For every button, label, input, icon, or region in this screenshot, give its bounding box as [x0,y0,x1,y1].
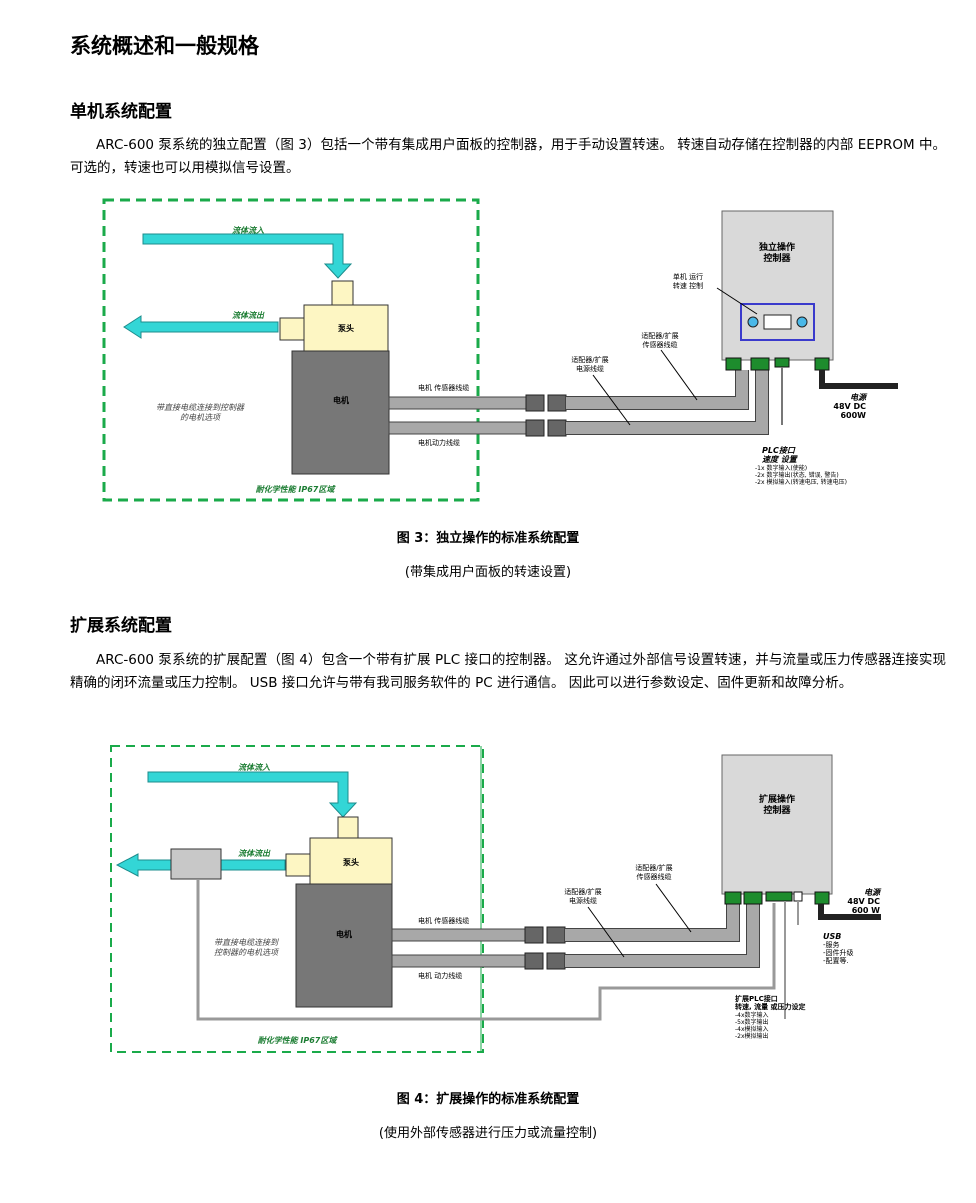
adapter-sensor-label-1: 适配器/扩展 [641,331,678,340]
pump-head [309,837,393,885]
power-cable [818,904,881,920]
plc-label-4: -2x 数字输出(状态, 错误, 警告) [755,471,839,479]
usb-label-1: USB [823,932,841,941]
motor-note-2: 控制器的电机选项 [214,948,280,957]
outlet-arrow [123,315,279,339]
adapter-power-label-1: 适配器/扩展 [571,355,608,364]
motor [295,883,393,1008]
power-label-3: 600W [840,411,866,420]
pump-inlet-port [331,280,354,306]
paragraph-extended-text: ARC-600 泵系统的扩展配置（图 4）包含一个带有扩展 PLC 接口的控制器… [70,652,946,691]
power-label-2: 48V DC [847,897,880,906]
motor-label: 电机 [333,395,349,405]
figure-3-diagram: 流体流入 流体流出 泵头 电机 带直接电缆连接到控制器 的电机选项 耐化学性能 … [102,198,898,502]
power-cable-label: 电机动力线缆 [418,438,460,447]
paragraph-extended: ARC-600 泵系统的扩展配置（图 4）包含一个带有扩展 PLC 接口的控制器… [70,649,946,695]
panel-display [763,314,792,330]
inlet-arrow [147,771,358,818]
sensor-cable-label: 电机 传感器线缆 [418,916,469,925]
flow-sensor [170,848,222,880]
motor-note-1: 带直接电缆连接到 [214,938,279,947]
inlet-arrow [142,233,353,279]
usb-label-4: -配置等. [823,956,849,965]
power-label-2: 48V DC [833,402,866,411]
power-label-1: 电源 [864,888,882,897]
sensor-cable-label: 电机 传感器线缆 [418,383,469,392]
controller-label-1: 扩展操作 [759,793,795,805]
plc-label-2: 速度 设置 [762,455,798,464]
pump-head-label: 泵头 [338,323,354,333]
ip67-zone [110,745,484,1053]
motor-cables [391,903,760,970]
motor-note-1: 带直接电缆连接到控制器 [156,403,245,412]
usb-label-2: -服务 [823,940,840,949]
plc-label-1: 扩展PLC接口 [735,994,778,1003]
panel-knob-left [747,316,759,328]
adapter-sensor-label-1: 适配器/扩展 [635,863,672,872]
adapter-power-label-2: 电源线缆 [576,364,604,373]
paragraph-standalone: ARC-600 泵系统的独立配置（图 3）包括一个带有集成用户面板的控制器，用于… [70,134,946,180]
outlet-label: 流体流出 [238,849,271,858]
plc-label-5: -2x 模拟输入(转速电压, 转速电压) [755,478,847,486]
plc-label-6: -2x模拟输出 [735,1032,769,1040]
controller-connectors [725,357,830,371]
adapter-sensor-label-2: 传感器线缆 [643,340,678,349]
adapter-sensor-label-2: 传感器线缆 [637,872,672,881]
figure-4-subcaption: (使用外部传感器进行压力或流量控制) [378,1126,598,1141]
panel-label-1: 单机 运行 [673,272,703,281]
plc-label-3: -1x 数字输入(使能) [755,464,807,472]
sensor-feedback-cable [196,879,776,1021]
pump-outlet-port [279,317,306,341]
power-cable [819,370,898,389]
plc-label-3: -4x数字输入 [735,1011,769,1019]
figure-4-caption: 图 4：扩展操作的标准系统配置 [396,1092,580,1107]
motor-label: 电机 [336,929,352,939]
zone-label: 耐化学性能 IP67区域 [256,484,337,494]
inlet-label: 流体流入 [238,763,270,772]
power-label-1: 电源 [850,393,868,402]
figure-4-diagram: 流体流入 流体流出 泵头 电机 带直接电缆连接到 控制器的电机选项 耐化学性能 … [110,745,882,1053]
plc-label-1: PLC接口 [762,446,796,455]
page-title: 系统概述和一般规格 [70,34,259,58]
pump-outlet-port [285,853,312,877]
pump-head-label: 泵头 [343,857,359,867]
adapter-power-label-1: 适配器/扩展 [564,887,601,896]
controller-standalone [721,210,834,361]
usb-label-3: -固件升级 [823,948,854,957]
plc-label-2: 转速, 流量 或压力设定 [735,1002,806,1011]
section-heading-standalone: 单机系统配置 [70,102,172,122]
panel-label-2: 转速 控制 [673,281,703,290]
controller-label-1: 独立操作 [758,241,795,253]
ip67-zone [102,198,480,502]
controller-extended [721,754,833,895]
controller-label-2: 控制器 [763,252,791,264]
power-label-3: 600 W [852,906,880,915]
motor-note-2: 的电机选项 [180,413,222,422]
inlet-label: 流体流入 [232,226,264,235]
motor-cables [388,370,769,437]
section-heading-extended: 扩展系统配置 [70,616,172,636]
figure-3-caption: 图 3：独立操作的标准系统配置 [396,531,580,546]
adapter-power-label-2: 电源线缆 [569,896,597,905]
zone-label: 耐化学性能 IP67区域 [258,1035,339,1045]
user-panel [740,303,815,341]
controller-label-2: 控制器 [763,804,791,816]
panel-knob-right [796,316,808,328]
plc-label-5: -4x模拟输入 [735,1025,769,1033]
plc-label-4: -5x数字输出 [735,1018,769,1026]
motor [291,350,390,475]
paragraph-standalone-text: ARC-600 泵系统的独立配置（图 3）包括一个带有集成用户面板的控制器，用于… [70,137,946,176]
outlet-label: 流体流出 [232,311,265,320]
power-cable-label: 电机 动力线缆 [418,971,462,980]
figure-3-subcaption: (带集成用户面板的转速设置) [404,565,572,580]
pump-inlet-port [337,816,359,840]
